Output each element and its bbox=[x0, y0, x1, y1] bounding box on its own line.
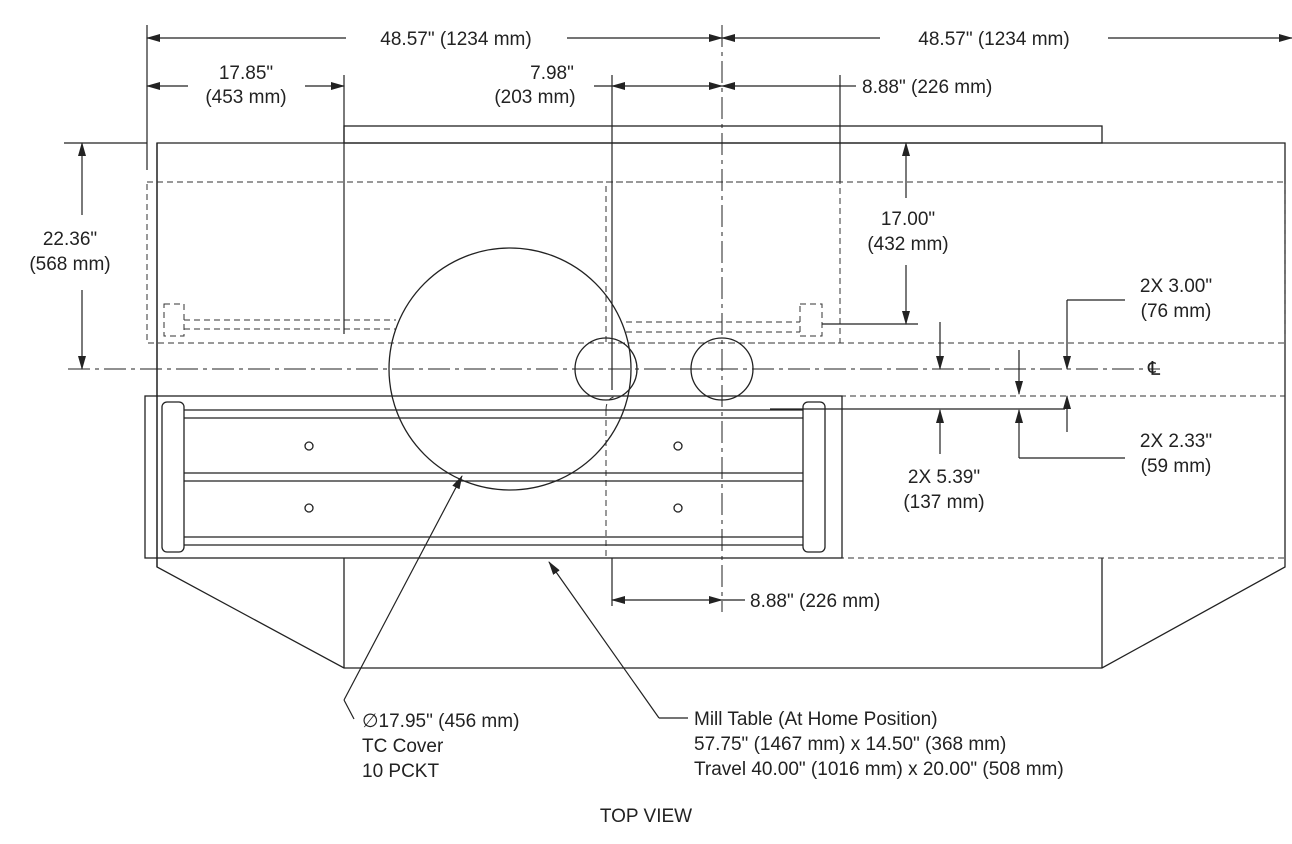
tool-changer bbox=[388, 247, 754, 491]
dim-left-offset-label-mm: (453 mm) bbox=[205, 87, 286, 108]
tc-cover-callout-3: 10 PCKT bbox=[362, 761, 439, 782]
dim-depth-label-mm: (568 mm) bbox=[29, 254, 110, 275]
travel-envelope-upper bbox=[146, 181, 1286, 344]
table-hole-3 bbox=[673, 441, 683, 451]
dim-overall-left-label: 48.57" (1234 mm) bbox=[380, 29, 531, 50]
dim-center-offset-label-mm: (203 mm) bbox=[494, 87, 575, 108]
view-title: TOP VIEW bbox=[600, 806, 692, 827]
table-end-left bbox=[161, 401, 185, 553]
dim-center-offset-label-in: 7.98" bbox=[530, 63, 574, 84]
table-hole-4 bbox=[673, 503, 683, 513]
dim-lower-offset-label-mm: (59 mm) bbox=[1141, 456, 1212, 477]
tc-pocket-circle bbox=[574, 337, 638, 401]
table-end-right bbox=[802, 401, 826, 553]
mill-table bbox=[144, 395, 843, 559]
dim-lower-offset-label-in: 2X 2.33" bbox=[1140, 431, 1212, 452]
mill-table-callout-3: Travel 40.00" (1016 mm) x 20.00" (508 mm… bbox=[694, 759, 1064, 780]
mill-table-outline bbox=[144, 395, 843, 559]
centerline-symbol: ℄ bbox=[1147, 359, 1161, 380]
dim-top-depth-label-mm: (432 mm) bbox=[867, 234, 948, 255]
mill-table-callout-2: 57.75" (1467 mm) x 14.50" (368 mm) bbox=[694, 734, 1006, 755]
dim-overall-right-label: 48.57" (1234 mm) bbox=[918, 29, 1069, 50]
dim-upper-offset-label-in: 2X 3.00" bbox=[1140, 276, 1212, 297]
table-leader bbox=[548, 561, 660, 719]
tc-cover-circle bbox=[388, 247, 632, 491]
dim-bottom-offset-label: 8.88" (226 mm) bbox=[750, 591, 880, 612]
way-cover-left bbox=[163, 303, 185, 337]
dim-right-offset-label: 8.88" (226 mm) bbox=[862, 77, 992, 98]
center-lines: ℄ bbox=[68, 25, 1161, 612]
dim-table-offset-label-mm: (137 mm) bbox=[903, 492, 984, 513]
dim-depth-label-in: 22.36" bbox=[43, 229, 97, 250]
dim-top-depth-label-in: 17.00" bbox=[881, 209, 935, 230]
table-hole-1 bbox=[304, 441, 314, 451]
tc-leader bbox=[343, 475, 463, 701]
tc-cover-callout-1: ∅17.95" (456 mm) bbox=[362, 711, 519, 732]
machine-outline bbox=[156, 125, 1286, 669]
dim-left-offset-label-in: 17.85" bbox=[219, 63, 273, 84]
dim-upper-offset-label-mm: (76 mm) bbox=[1141, 301, 1212, 322]
hidden-lines bbox=[146, 181, 1286, 559]
enclosure-outline bbox=[156, 142, 1286, 669]
tc-leader-shelf bbox=[343, 699, 355, 720]
dim-table-offset-label-in: 2X 5.39" bbox=[908, 467, 980, 488]
mill-table-callout-1: Mill Table (At Home Position) bbox=[694, 709, 938, 730]
dimension-text: 48.57" (1234 mm) 48.57" (1234 mm) 17.85"… bbox=[29, 29, 1212, 827]
spindle-circle bbox=[690, 337, 754, 401]
enclosure-top-panel bbox=[343, 125, 1103, 144]
tc-cover-callout-2: TC Cover bbox=[362, 736, 444, 757]
table-hole-2 bbox=[304, 503, 314, 513]
spindle-zone bbox=[605, 181, 841, 344]
way-cover-right bbox=[799, 303, 823, 337]
dimension-lines bbox=[64, 25, 1292, 720]
